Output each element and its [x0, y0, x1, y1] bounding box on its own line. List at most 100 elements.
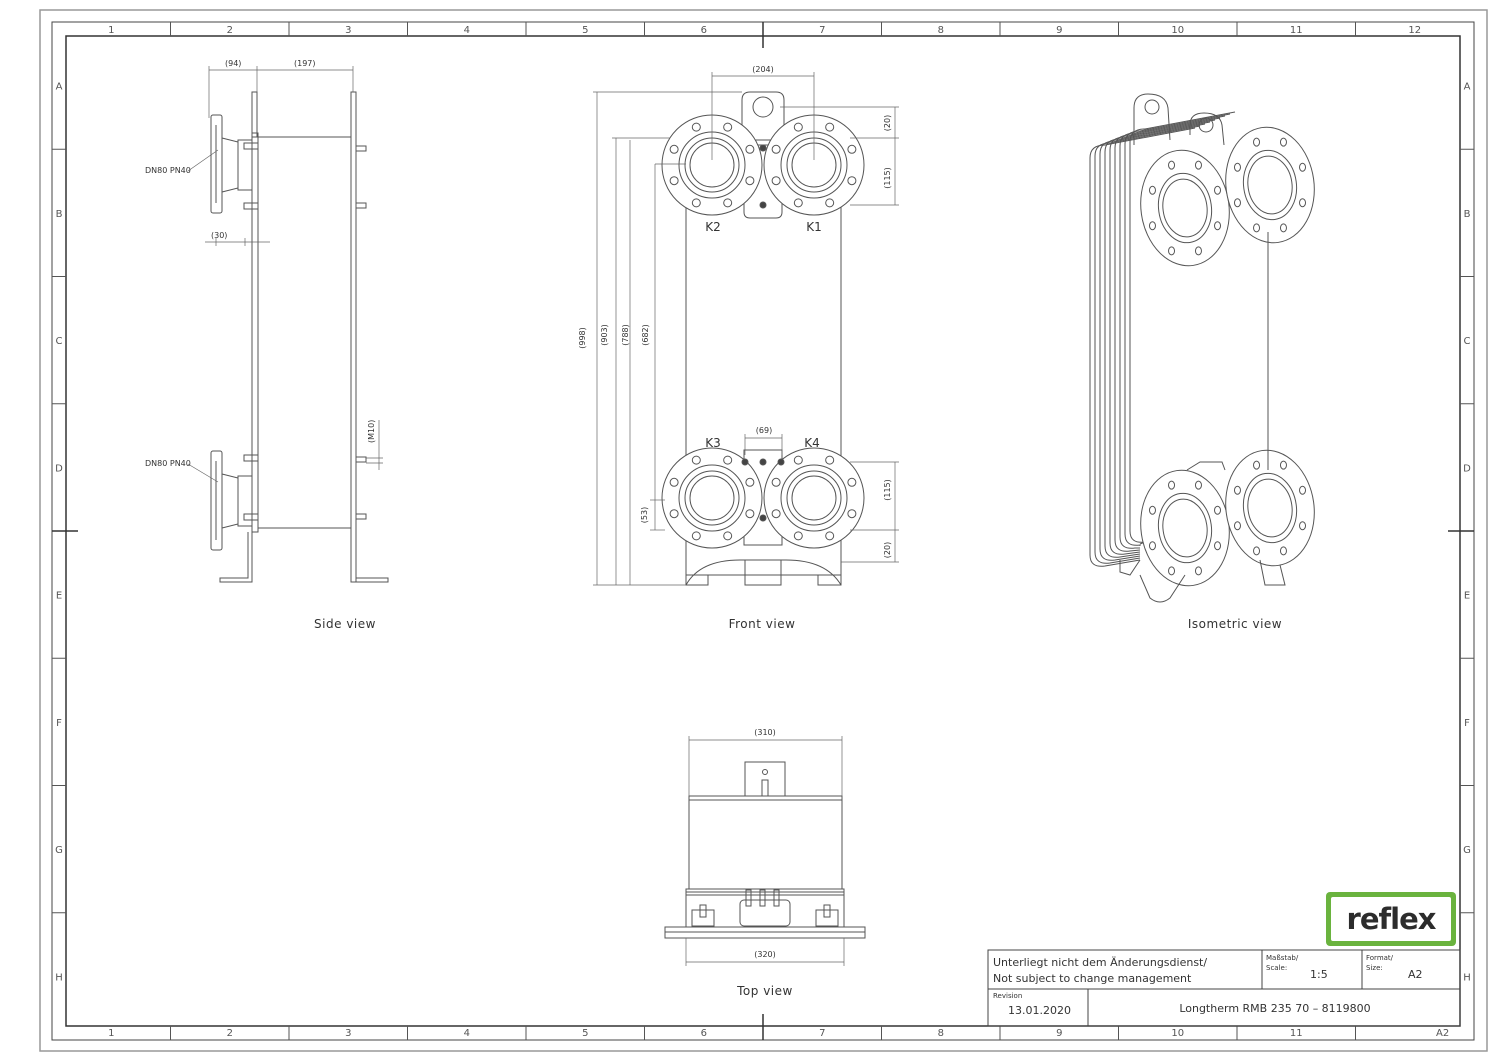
- zone-col-label-bottom: 5: [582, 1028, 588, 1039]
- sheet-size-corner: A2: [1436, 1028, 1449, 1039]
- top-view-title: Top view: [736, 984, 793, 998]
- zone-col-label-top: 4: [464, 25, 470, 36]
- bolt: [741, 458, 749, 466]
- front-dim-204: (204): [752, 65, 774, 74]
- format-label-1: Format/: [1366, 954, 1394, 962]
- scale-label-1: Maßstab/: [1266, 954, 1299, 962]
- outer-border: [39, 9, 1488, 1052]
- zone-col-label-top: 5: [582, 25, 588, 36]
- plate-edge: [1114, 117, 1221, 552]
- plate-edge: [1089, 127, 1196, 567]
- format-label-2: Size:: [1366, 964, 1383, 972]
- front-dim-903: (903): [600, 324, 609, 346]
- zone-row-label-right: E: [1464, 591, 1470, 602]
- side-dim-30: (30): [211, 231, 227, 240]
- side-connection-bottom-label: DN80 PN40: [145, 459, 191, 468]
- plate-edge: [1119, 115, 1226, 549]
- zone-row-label-right: A: [1464, 82, 1471, 93]
- front-dim-20-top: (20): [883, 115, 892, 131]
- zone-row-label-left: D: [55, 463, 63, 474]
- revision-label: Revision: [993, 992, 1022, 1000]
- zone-row-label-right: B: [1464, 209, 1471, 220]
- flange: [1140, 469, 1230, 587]
- zone-row-label-right: H: [1463, 972, 1471, 983]
- connection-label-k3: K3: [705, 436, 721, 450]
- zone-row-label-right: C: [1464, 336, 1471, 347]
- connection-label-k1: K1: [806, 220, 822, 234]
- logo-text: reflex: [1347, 902, 1437, 936]
- flange: [763, 447, 865, 549]
- format-value: A2: [1408, 968, 1423, 981]
- zone-col-label-bottom: 7: [819, 1028, 825, 1039]
- flange: [1225, 449, 1315, 567]
- top-dim-320: (320): [754, 950, 776, 959]
- plate-edge: [1099, 123, 1206, 561]
- zone-col-label-top: 7: [819, 25, 825, 36]
- drawing-title: Longtherm RMB 235 70 – 8119800: [1179, 1002, 1370, 1015]
- side-dim-94: (94): [225, 59, 241, 68]
- zone-col-label-bottom: 8: [938, 1028, 944, 1039]
- zone-col-label-bottom: 2: [227, 1028, 233, 1039]
- zone-col-label-top: 9: [1056, 25, 1062, 36]
- revision-date: 13.01.2020: [1008, 1004, 1071, 1017]
- zone-row-label-right: D: [1463, 463, 1471, 474]
- zone-row-label-right: F: [1464, 718, 1470, 729]
- bolt: [759, 201, 767, 209]
- zone-col-label-bottom: 3: [345, 1028, 351, 1039]
- isometric-view-title: Isometric view: [1188, 617, 1282, 631]
- zone-col-label-top: 10: [1171, 25, 1184, 36]
- zone-row-label-left: C: [56, 336, 63, 347]
- connection-label-k2: K2: [705, 220, 721, 234]
- bolt: [759, 514, 767, 522]
- zone-ticks: [52, 22, 1474, 1040]
- scale-value: 1:5: [1310, 968, 1328, 981]
- zone-col-label-top: 11: [1290, 25, 1303, 36]
- zone-col-label-bottom: 10: [1171, 1028, 1184, 1039]
- front-dim-69: (69): [756, 426, 772, 435]
- zone-col-label-bottom: 9: [1056, 1028, 1062, 1039]
- plate-edge: [1109, 119, 1216, 555]
- bolt: [759, 458, 767, 466]
- flange: [661, 447, 763, 549]
- zone-col-label-bottom: 6: [701, 1028, 707, 1039]
- front-dim-53: (53): [640, 507, 649, 523]
- zone-row-label-left: H: [55, 972, 63, 983]
- top-view: [664, 736, 866, 966]
- reflex-logo: reflex: [1326, 892, 1456, 946]
- zone-col-label-top: 12: [1408, 25, 1421, 36]
- zone-row-label-left: G: [55, 845, 63, 856]
- zone-col-label-bottom: 11: [1290, 1028, 1303, 1039]
- zone-col-label-top: 1: [108, 25, 114, 36]
- zone-col-label-top: 3: [345, 25, 351, 36]
- zone-row-label-right: G: [1463, 845, 1471, 856]
- bolt: [777, 458, 785, 466]
- front-view: [593, 72, 899, 586]
- side-dim-m10: (M10): [367, 420, 376, 443]
- front-dim-788: (788): [621, 324, 630, 346]
- zone-row-label-left: E: [56, 591, 62, 602]
- title-block: [987, 949, 1461, 1027]
- side-view-title: Side view: [314, 617, 376, 631]
- scale-label-2: Scale:: [1266, 964, 1287, 972]
- zone-col-label-bottom: 4: [464, 1028, 470, 1039]
- zone-row-label-left: F: [56, 718, 62, 729]
- front-dim-115-top: (115): [883, 167, 892, 189]
- flange: [1140, 149, 1230, 267]
- flange: [1225, 126, 1315, 244]
- plate-edge: [1094, 125, 1201, 564]
- zone-col-label-top: 2: [227, 25, 233, 36]
- front-dim-682: (682): [641, 324, 650, 346]
- change-note-english: Not subject to change management: [993, 972, 1192, 985]
- zone-col-label-bottom: 1: [108, 1028, 114, 1039]
- zone-col-label-top: 8: [938, 25, 944, 36]
- zone-row-label-left: A: [56, 82, 63, 93]
- side-dim-197: (197): [294, 59, 316, 68]
- connection-label-k4: K4: [804, 436, 820, 450]
- side-connection-top-label: DN80 PN40: [145, 166, 191, 175]
- center-marks: [52, 22, 1474, 1040]
- plate-edge: [1124, 113, 1231, 546]
- front-dim-998: (998): [578, 327, 587, 349]
- front-dim-115-bottom: (115): [883, 479, 892, 501]
